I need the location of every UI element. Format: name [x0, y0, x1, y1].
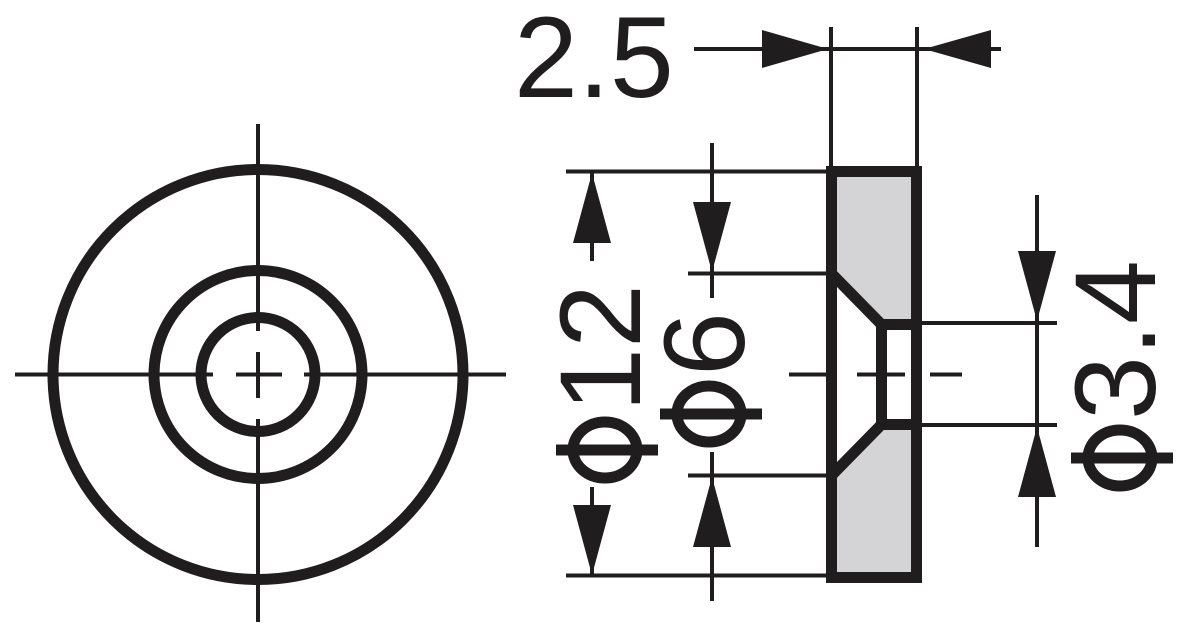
diameter-symbol-icon: [556, 416, 658, 484]
diameter-symbol-icon: [1071, 424, 1173, 492]
dimension-arrow-icon: [573, 505, 611, 575]
dimension-countersink-diameter: 6: [641, 143, 830, 601]
countersink-circle: [148, 265, 368, 484]
dimension-arrow-icon: [573, 173, 611, 243]
outer-diameter-circle: [47, 164, 469, 585]
diameter-symbol-icon: [660, 380, 762, 448]
dimension-arrow-icon: [693, 477, 731, 547]
dimension-text-countersink-diameter: 6: [641, 312, 769, 376]
front-view: [15, 124, 506, 622]
dimension-text-thickness: 2.5: [514, 0, 674, 122]
dimension-bore-diameter: 3.4: [920, 195, 1180, 547]
dimension-label-countersink-diameter: 6: [641, 312, 769, 448]
dimension-arrow-icon: [1018, 251, 1056, 321]
dimension-outer-diameter: 12: [537, 169, 830, 578]
dimension-label-outer-diameter: 12: [537, 284, 665, 484]
dimension-arrow-icon: [693, 202, 731, 272]
dimension-arrow-icon: [924, 30, 991, 68]
upper-cut-face: [831, 171, 917, 325]
countersink-edge-lower: [827, 420, 886, 480]
lower-cut-face: [831, 424, 917, 578]
dimension-arrow-icon: [762, 30, 828, 68]
dimension-text-outer-diameter: 12: [537, 284, 665, 412]
dimension-label-bore-diameter: 3.4: [1052, 260, 1180, 492]
dimension-thickness: 2.5: [514, 0, 1001, 167]
bore-outline: [876, 319, 917, 430]
bore-circle: [195, 312, 321, 437]
countersink-edge-upper: [827, 269, 886, 329]
dimension-text-bore-diameter: 3.4: [1052, 260, 1180, 420]
dimension-arrow-icon: [1018, 427, 1056, 497]
section-outline: [826, 166, 922, 583]
section-view: [789, 166, 962, 583]
